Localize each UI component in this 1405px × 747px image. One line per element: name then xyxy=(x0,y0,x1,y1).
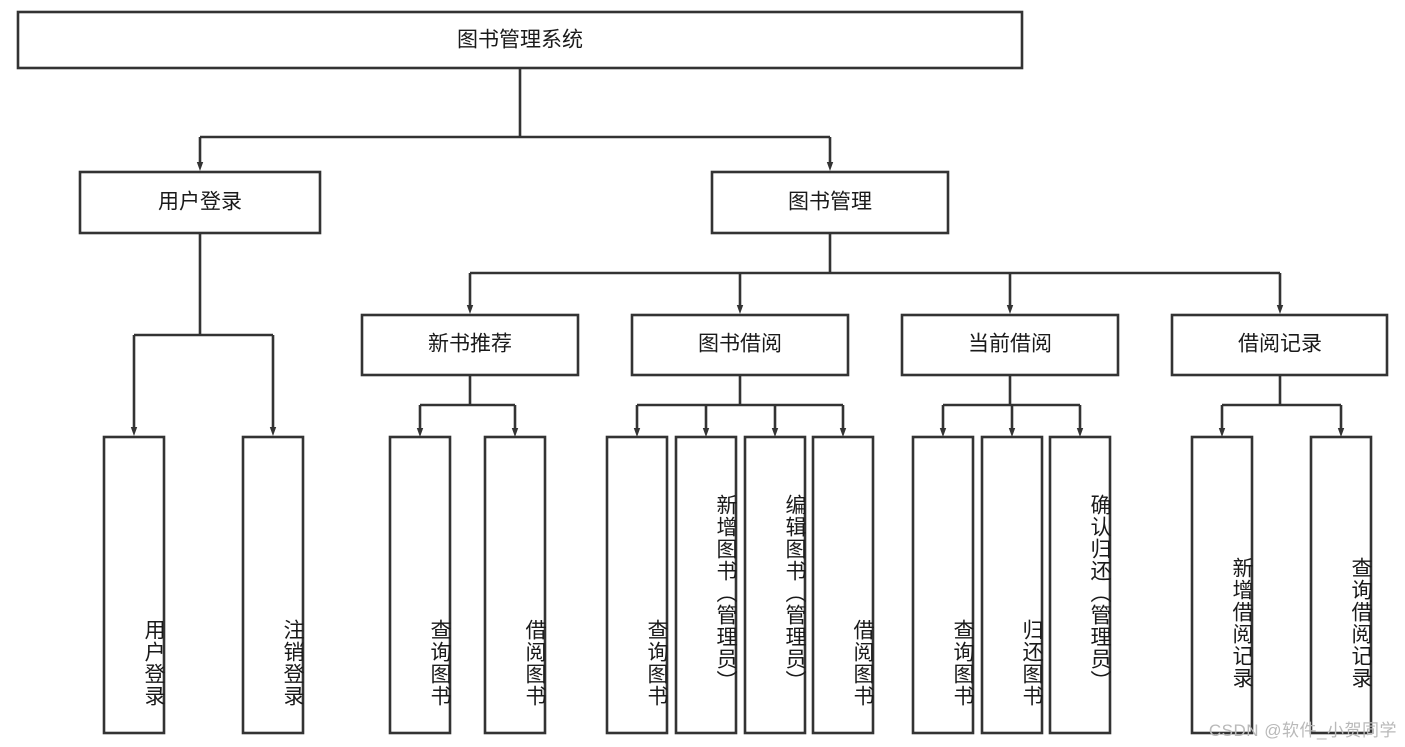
node-user-login-label: 用户登录 xyxy=(158,191,242,214)
node-current-borrow-label: 当前借阅 xyxy=(968,333,1052,356)
node-root-box[interactable] xyxy=(16,10,1024,70)
leaf-box-query-book-current[interactable] xyxy=(911,435,975,735)
leaf-box-return-book[interactable] xyxy=(980,435,1044,735)
leaf-box-edit-book-admin[interactable] xyxy=(743,435,807,735)
node-current-borrow-box[interactable] xyxy=(900,313,1120,377)
watermark-text: CSDN @软件_小贺同学 xyxy=(1208,721,1397,740)
node-book-borrow-label: 图书借阅 xyxy=(698,333,782,356)
leaf-box-logout[interactable] xyxy=(241,435,305,735)
leaf-box-add-borrow-record[interactable] xyxy=(1190,435,1254,735)
node-user-login-box[interactable] xyxy=(78,170,322,235)
node-book-management-label: 图书管理 xyxy=(788,191,872,214)
node-new-book-recommend-label: 新书推荐 xyxy=(428,333,512,356)
leaf-box-query-book-borrow[interactable] xyxy=(605,435,669,735)
node-new-book-recommend-box[interactable] xyxy=(360,313,580,377)
leaf-box-query-borrow-record[interactable] xyxy=(1309,435,1373,735)
node-borrow-record-label: 借阅记录 xyxy=(1238,333,1322,356)
leaf-box-borrow-book-rec[interactable] xyxy=(483,435,547,735)
leaf-box-query-book-rec[interactable] xyxy=(388,435,452,735)
leaf-box-borrow-book[interactable] xyxy=(811,435,875,735)
node-root-label: 图书管理系统 xyxy=(457,29,583,52)
leaf-box-confirm-return-admin[interactable] xyxy=(1048,435,1112,735)
leaf-box-user-login[interactable] xyxy=(102,435,166,735)
leaf-box-add-book-admin[interactable] xyxy=(674,435,738,735)
